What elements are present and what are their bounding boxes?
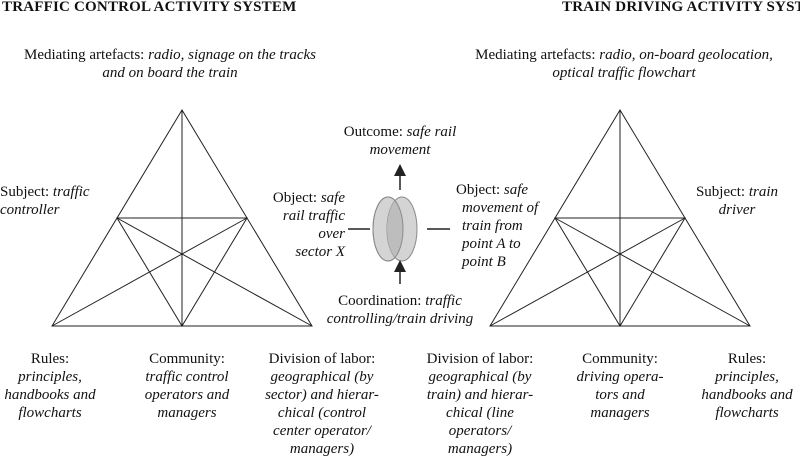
right-mediating-value-1: radio, on-board geolocation, (599, 47, 773, 63)
left-activity-triangle (51, 109, 313, 327)
outcome-value-2: movement (369, 142, 431, 158)
right-division-label: Division of labor: (426, 351, 534, 367)
left-community: Community: traffic control operators and… (122, 350, 252, 422)
ellipse-left-outline (372, 196, 404, 262)
left-object-value-2: rail traffic (282, 208, 345, 224)
right-subject-label: Subject: (695, 184, 746, 200)
right-object-value-2: movement of (462, 200, 539, 216)
right-community-value-2: tors and (595, 387, 645, 403)
left-mediating-value-2: and on board the train (102, 65, 238, 81)
left-system-title: TRAFFIC CONTROL ACTIVITY SYSTEM (2, 0, 297, 15)
left-object-value-1: safe (320, 190, 345, 206)
right-mediating-artefacts: Mediating artefacts: radio, on-board geo… (448, 46, 800, 82)
left-object-value-3: over (318, 226, 345, 242)
left-subject-value-2: controller (0, 202, 60, 218)
right-rules-value-1: principles, (715, 369, 779, 385)
left-division-value-1: geographical (by (270, 369, 374, 385)
right-inner-triangle (554, 217, 686, 327)
left-community-value-3: managers (157, 405, 217, 421)
boundary-object-ellipses (372, 196, 418, 262)
left-rules-value-3: flowcharts (18, 405, 82, 421)
left-community-value-2: operators and (144, 387, 230, 403)
right-division-value-1: geographical (by (428, 369, 532, 385)
left-division-value-2: sector) and hierar- (265, 387, 379, 403)
right-rules: Rules: principles, handbooks and flowcha… (694, 350, 800, 422)
right-community: Community: driving opera- tors and manag… (562, 350, 678, 422)
right-community-value-1: driving opera- (576, 369, 664, 385)
right-subject-value-2: driver (718, 202, 756, 218)
left-mediating-value-1: radio, signage on the tracks (148, 47, 317, 63)
right-rules-value-2: handbooks and (701, 387, 793, 403)
outcome-label: Outcome: (343, 124, 403, 140)
right-object-value-1: safe (503, 182, 529, 198)
left-object-value-4: sector X (295, 244, 345, 260)
coordination-value-2: controlling/train driving (326, 311, 474, 327)
left-rules-value-2: handbooks and (4, 387, 96, 403)
right-community-label: Community: (582, 351, 658, 367)
left-object-label: Object: (272, 190, 318, 206)
right-rules-label: Rules: (727, 351, 767, 367)
left-division-value-5: managers) (289, 441, 355, 457)
coordination-label: Coordination: (338, 293, 422, 309)
right-division-value-4: operators/ (448, 423, 512, 439)
left-community-value-1: traffic control (145, 369, 229, 385)
outcome-value-1: safe rail (406, 124, 457, 140)
right-object-label: Object: (456, 182, 501, 198)
coordination: Coordination: traffic controlling/train … (300, 292, 500, 328)
right-mediating-label: Mediating artefacts: (475, 47, 596, 63)
right-object-value-5: point B (462, 254, 506, 270)
right-object-value-3: train from (462, 218, 523, 234)
right-object-value-4: point A to (462, 236, 521, 252)
left-mediating-artefacts: Mediating artefacts: radio, signage on t… (0, 46, 340, 82)
left-division-of-labor: Division of labor: geographical (by sect… (254, 350, 390, 458)
left-division-label: Division of labor: (268, 351, 376, 367)
left-division-value-4: center operator/ (273, 423, 371, 439)
right-division-value-3: chical (line (446, 405, 514, 421)
outcome: Outcome: safe rail movement (320, 123, 480, 159)
right-division-value-5: managers) (447, 441, 513, 457)
right-mediating-value-2: optical traffic flowchart (552, 65, 696, 81)
right-community-value-3: managers (590, 405, 650, 421)
right-rules-value-3: flowcharts (715, 405, 779, 421)
right-system-title: TRAIN DRIVING ACTIVITY SYSTEM (562, 0, 800, 15)
left-inner-triangle (116, 217, 248, 327)
right-subject: Subject: train driver (692, 183, 782, 219)
right-activity-triangle (489, 109, 751, 327)
left-subject-value-1: traffic (52, 184, 90, 200)
left-mediating-label: Mediating artefacts: (23, 47, 145, 63)
left-division-value-3: chical (control (277, 405, 367, 421)
left-object: Object: safe rail traffic over sector X (242, 189, 345, 261)
ellipse-overlap (387, 197, 403, 261)
right-subject-value-1: train (748, 184, 779, 200)
left-subject: Subject: traffic controller (0, 183, 110, 219)
left-rules-value-1: principles, (18, 369, 82, 385)
left-community-label: Community: (149, 351, 225, 367)
right-object: Object: safe movement of train from poin… (456, 181, 566, 271)
right-division-value-2: train) and hierar- (426, 387, 534, 403)
left-subject-label: Subject: (0, 184, 50, 200)
right-division-of-labor: Division of labor: geographical (by trai… (412, 350, 548, 458)
left-rules: Rules: principles, handbooks and flowcha… (0, 350, 100, 422)
left-rules-label: Rules: (30, 351, 70, 367)
coordination-value-1: traffic (425, 293, 462, 309)
